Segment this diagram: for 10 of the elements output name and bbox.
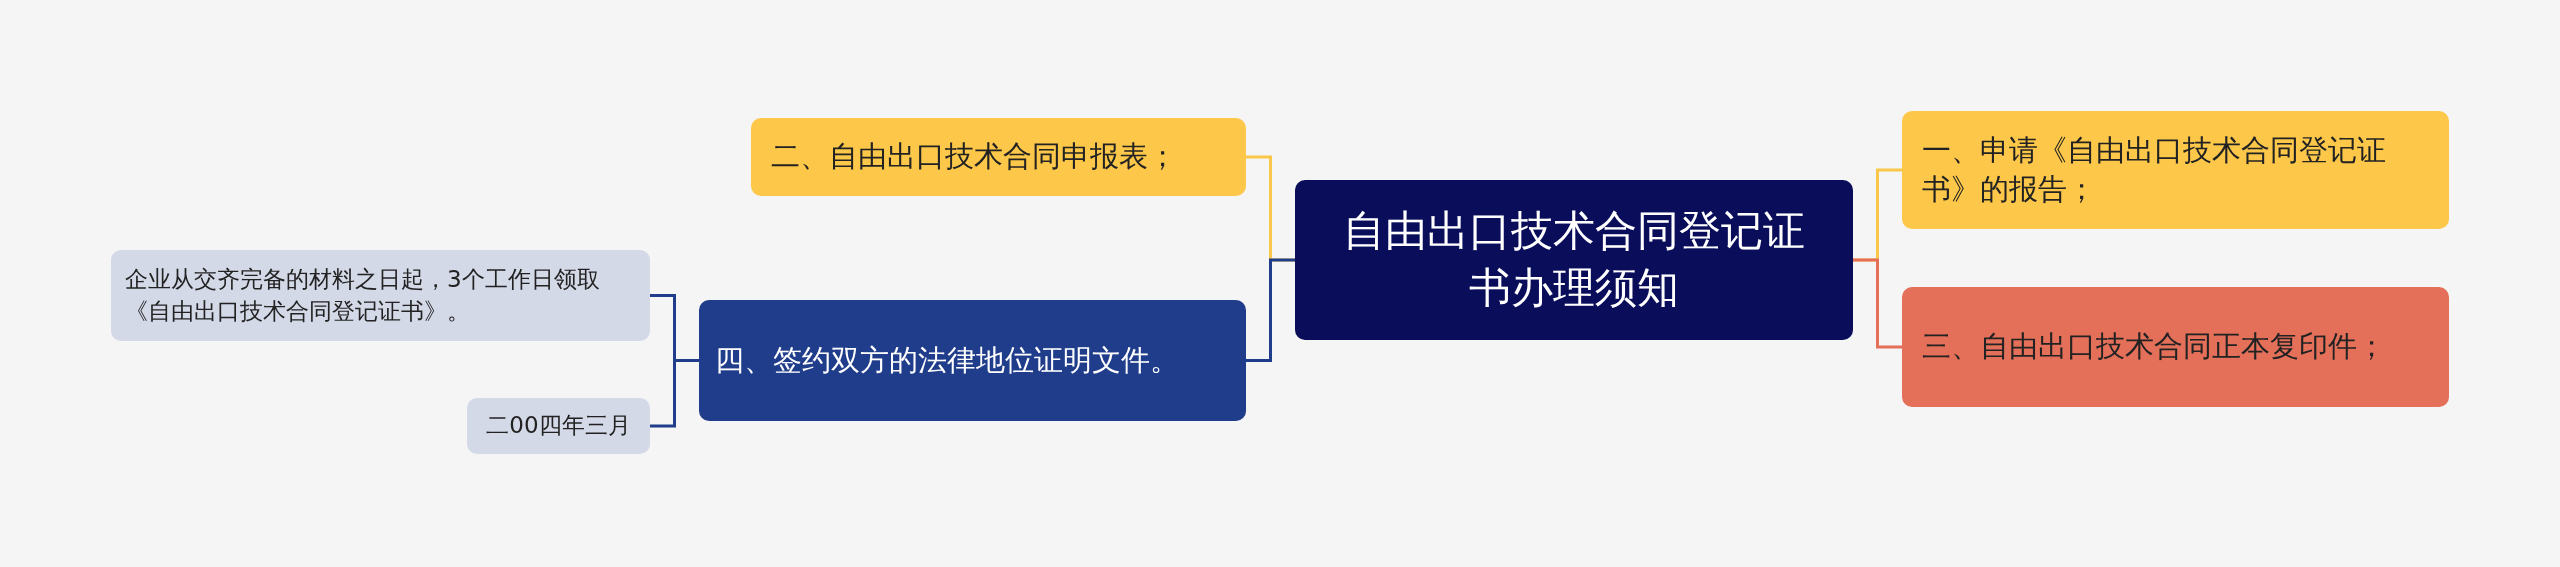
connector-line bbox=[650, 359, 699, 428]
connector-line bbox=[1246, 258, 1295, 362]
root-topic-box: 自由出口技术合同登记证书办理须知 bbox=[1295, 180, 1853, 340]
topic-box: 三、自由出口技术合同正本复印件； bbox=[1902, 287, 2449, 407]
topic-box: 二00四年三月 bbox=[467, 398, 650, 454]
topic-box: 二、自由出口技术合同申报表； bbox=[751, 118, 1246, 196]
topic-box: 一、申请《自由出口技术合同登记证书》的报告； bbox=[1902, 111, 2449, 229]
topic-box: 四、签约双方的法律地位证明文件。 bbox=[699, 300, 1246, 421]
connector-line bbox=[1853, 258, 1902, 349]
topic-box: 企业从交齐完备的材料之日起，3个工作日领取《自由出口技术合同登记证书》。 bbox=[111, 250, 650, 341]
